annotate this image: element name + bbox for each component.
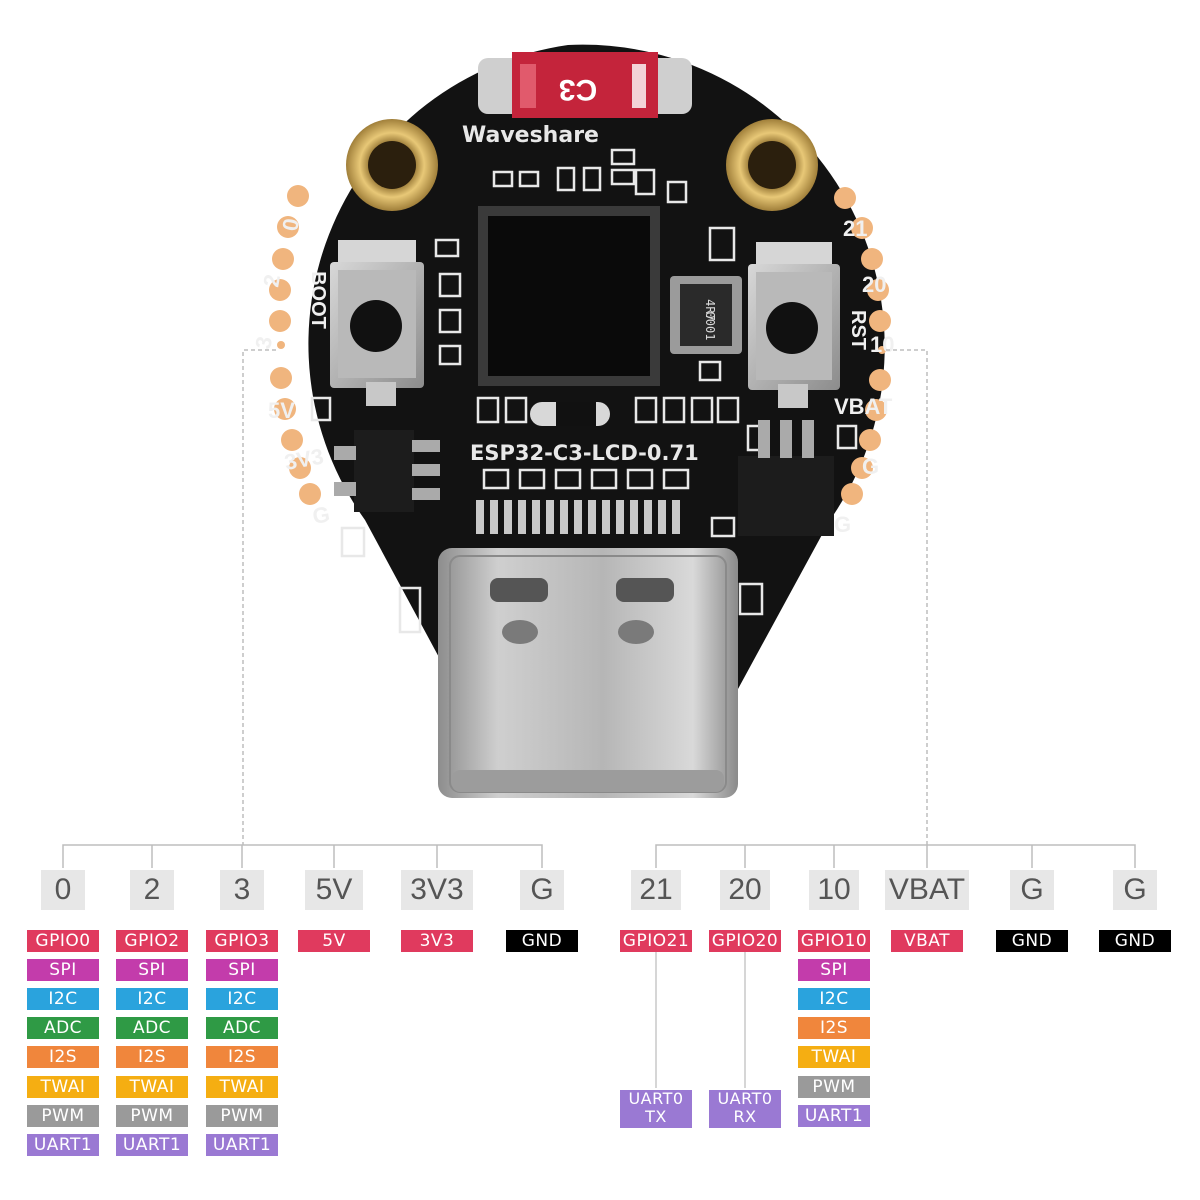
function-tag-1-0: GPIO2 [116,930,188,952]
function-tag-1-4: I2S [116,1046,188,1068]
pin-header-2: 3 [220,870,264,910]
uart-tag-line1: UART0 [717,1089,773,1108]
model-label: ESP32-C3-LCD-0.71 [470,441,699,465]
right-board-label-5: G [834,512,851,537]
right-board-label-2: 10 [870,332,894,357]
function-tag-11-0: GND [1099,930,1171,952]
function-tag-1-2: I2C [116,988,188,1010]
reset-button[interactable] [748,242,840,408]
function-tag-8-2: I2C [798,988,870,1010]
left-board-label-0: 0 [277,216,304,232]
brand-label: Waveshare [462,123,599,148]
pin-header-3: 5V [305,870,363,910]
function-tag-8-5: PWM [798,1076,870,1098]
pin-header-0: 0 [41,870,85,910]
function-tag-8-1: SPI [798,959,870,981]
function-tag-8-6: UART1 [798,1105,870,1127]
right-board-label-0: 21 [843,216,867,241]
inductor: 4R7 0001 [670,276,742,354]
function-tag-1-3: ADC [116,1017,188,1039]
function-tag-0-0: GPIO0 [27,930,99,952]
function-tag-5-0: GND [506,930,578,952]
function-tag-8-3: I2S [798,1017,870,1039]
function-tag-0-2: I2C [27,988,99,1010]
function-tag-3-0: 5V [298,930,370,952]
function-tag-2-1: SPI [206,959,278,981]
function-tag-2-4: I2S [206,1046,278,1068]
function-tag-2-2: I2C [206,988,278,1010]
right-pin-pads [834,187,891,505]
function-tag-8-4: TWAI [798,1046,870,1068]
left-board-label-1: 2 [258,272,285,288]
function-tag-2-6: PWM [206,1105,278,1127]
function-tag-0-1: SPI [27,959,99,981]
left-board-label-5: G [311,501,332,529]
function-tag-6-0: GPIO21 [620,930,692,952]
pin-header-5: G [520,870,564,910]
function-tag-7-0: GPIO20 [709,930,781,952]
pin-header-11: G [1113,870,1157,910]
right-board-label-1: 20 [862,272,886,297]
pin-header-4: 3V3 [401,870,473,910]
uart-tag-line2: TX [645,1107,667,1126]
function-tag-9-0: VBAT [891,930,963,952]
function-tag-0-7: UART1 [27,1134,99,1156]
function-tag-0-6: PWM [27,1105,99,1127]
pin-header-8: 10 [809,870,859,910]
regulator-left [334,430,440,512]
pin-header-1: 2 [130,870,174,910]
left-board-label-3: 5V [268,398,295,423]
left-board-label-4: 3V3 [283,444,326,475]
pin-header-7: 20 [720,870,770,910]
function-tag-2-3: ADC [206,1017,278,1039]
inductor-code: 0001 [703,312,717,341]
uart-tag-line2: RX [733,1107,757,1126]
boot-label: BOOT [307,271,329,329]
function-tag-10-0: GND [996,930,1068,952]
boot-button[interactable] [330,240,424,406]
reset-label: RST [847,310,869,350]
left-bus-line [62,844,543,868]
function-tag-0-5: TWAI [27,1076,99,1098]
left-board-leader [242,349,276,845]
function-tag-1-6: PWM [116,1105,188,1127]
function-tag-1-7: UART1 [116,1134,188,1156]
right-bus-line [655,844,1136,868]
antenna-chip: C3 [478,52,692,118]
function-tag-0-4: I2S [27,1046,99,1068]
leader-lines [62,349,1136,1088]
inductor-label: 4R7 [703,299,717,321]
usb-c-connector [438,500,738,798]
function-tag-4-0: 3V3 [401,930,473,952]
smd-components [310,148,858,634]
pin-header-9: VBAT [885,870,969,910]
pin-header-6: 21 [631,870,681,910]
right-board-leader [886,349,928,845]
function-tag-0-3: ADC [27,1017,99,1039]
pin-header-10: G [1010,870,1054,910]
mcu-chip [478,206,660,386]
function-tag-1-1: SPI [116,959,188,981]
function-tag-8-0: GPIO10 [798,930,870,952]
mounting-hole-left [346,119,438,211]
right-board-label-4: G [862,454,879,479]
left-pin-pads [269,185,321,505]
mounting-hole-right [726,119,818,211]
function-tag-2-7: UART1 [206,1134,278,1156]
function-tag-2-5: TWAI [206,1076,278,1098]
uart-tag-line1: UART0 [628,1089,684,1108]
right-board-label-3: VBAT [834,394,893,419]
left-board-label-2: 3 [250,334,277,350]
diode-band [556,402,596,426]
regulator-right [738,420,834,536]
chip-label: C3 [559,73,597,106]
function-tag-2-0: GPIO3 [206,930,278,952]
function-tag-1-5: TWAI [116,1076,188,1098]
